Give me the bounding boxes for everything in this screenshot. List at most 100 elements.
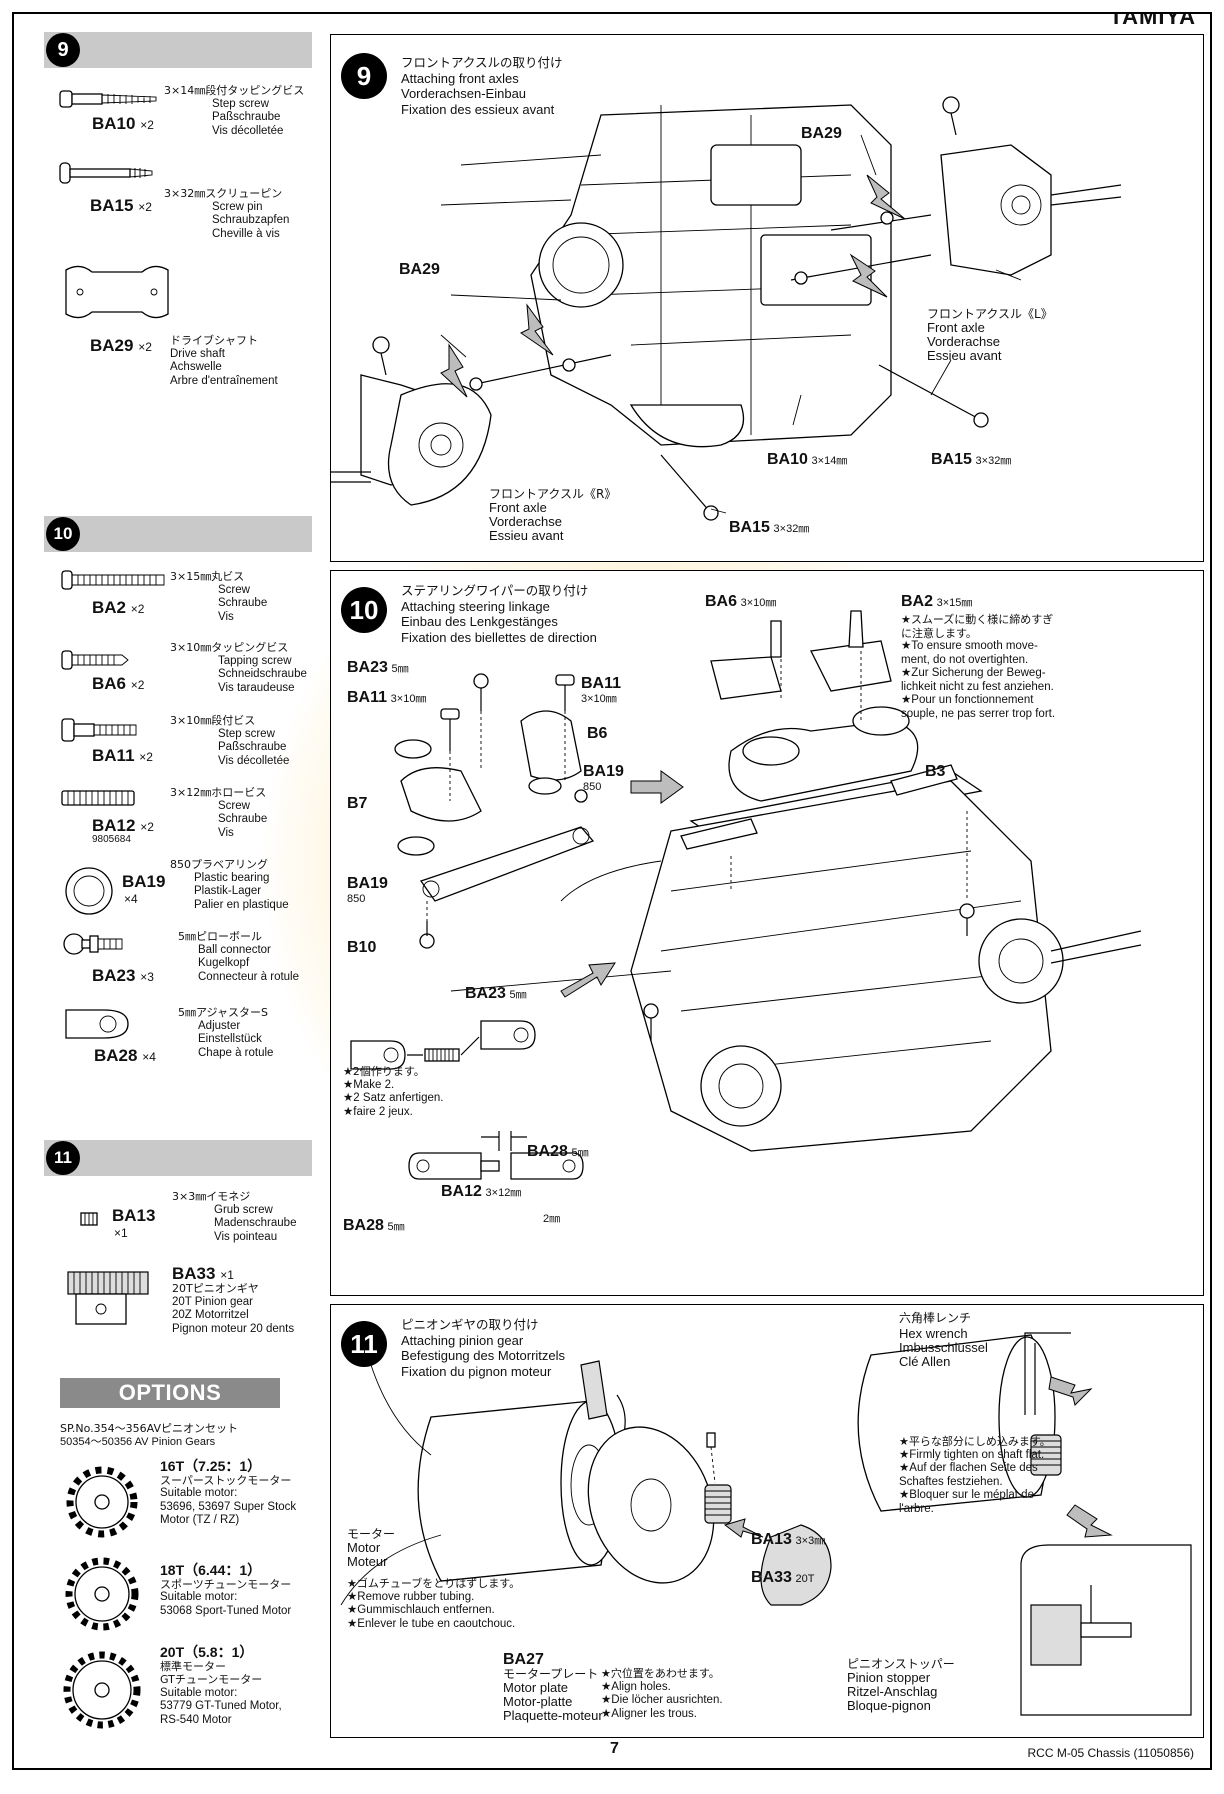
part-code: BA23 ×3 [92, 966, 154, 985]
note-shaft-flat: ★平らな部分にしめ込みます。 ★Firmly tighten on shaft … [899, 1435, 1051, 1515]
label-ba33: BA33 20T [751, 1569, 815, 1586]
screw-pin-icon [59, 162, 153, 184]
options-header: OPTIONS [60, 1378, 280, 1408]
model-footer: RCC M-05 Chassis (11050856) [1027, 1746, 1194, 1760]
step-number: 10 [341, 587, 387, 633]
part-description: 3×32㎜スクリューピン Screw pin Schraubzapfen Che… [164, 187, 290, 240]
step-screw-icon [61, 718, 137, 742]
note-align-holes: ★穴位置をあわせます。 ★Align holes. ★Die löcher au… [601, 1667, 723, 1720]
step-screw-icon [59, 90, 157, 108]
option-gear-20t: 20T（5.8：1） 標準モーター GTチューンモーター Suitable mo… [160, 1644, 282, 1726]
gear-16t-icon [66, 1466, 138, 1538]
gear-20t-icon [63, 1651, 141, 1729]
label-ba27: BA27 モータープレート Motor plate Motor-platte P… [503, 1651, 603, 1723]
adjuster-icon [65, 1009, 129, 1039]
part-description: 5㎜ピローボール Ball connector Kugelkopf Connec… [178, 930, 300, 983]
label-ba6: BA6 3×10㎜ [705, 593, 777, 610]
label-b3: B3 [925, 763, 946, 780]
step-title: フロントアクスルの取り付け Attaching front axles Vord… [401, 55, 563, 117]
step-number: 11 [341, 1321, 387, 1367]
label-ba15: BA15 3×32㎜ [729, 519, 810, 536]
part-description: 20Tピニオンギヤ 20T Pinion gear 20Z Motorritze… [172, 1282, 295, 1335]
label-ba12: BA12 3×12㎜ [441, 1183, 522, 1200]
page-number: 7 [610, 1740, 619, 1757]
gear-18t-icon [65, 1557, 139, 1631]
part-code: BA33 ×1 [172, 1264, 234, 1283]
label-pinion-stopper: ピニオンストッパー Pinion stopper Ritzel-Anschlag… [847, 1657, 955, 1713]
step-title: ピニオンギヤの取り付け Attaching pinion gear Befest… [401, 1317, 566, 1379]
label-hex-wrench-text: Hex wrench Imbusschlüssel Clé Allen [899, 1326, 988, 1369]
part-description: ドライブシャフト Drive shaft Achswelle Arbre d'e… [170, 334, 278, 387]
label-b7: B7 [347, 795, 368, 812]
part-description: 3×10㎜タッピングビス Tapping screw Schneidschrau… [170, 641, 307, 694]
steering-linkage-diagram [350, 610, 1142, 1180]
label-front-axle-r: フロントアクスル《R》 Front axle Vorderachse Essie… [489, 487, 617, 543]
step-title: ステアリングワイパーの取り付け Attaching steering linka… [401, 583, 597, 645]
part-code: BA28 ×4 [94, 1046, 156, 1065]
step-number: 9 [341, 53, 387, 99]
hollow-screw-icon [61, 790, 135, 806]
pinion-gear-diagram [340, 1332, 1192, 1716]
step-number: 10 [46, 517, 80, 551]
label-ba29: BA29 [801, 125, 842, 142]
step9-parts-header: 9 [44, 32, 312, 68]
note-remove-tube: ★ゴムチューブをとりはずします。 ★Remove rubber tubing. … [347, 1577, 521, 1630]
part-code: BA12 ×2 [92, 816, 154, 835]
part-code: BA11 ×2 [92, 746, 153, 765]
manual-page: TAMIYA 9 BA10 ×2 3×14㎜段付タッピングビス Step scr… [12, 12, 1212, 1770]
part-description: 3×12㎜ホロービス Screw Schraube Vis [170, 786, 268, 839]
label-ba28: BA28 5㎜ [343, 1217, 405, 1234]
option-gear-18t: 18T（6.44：1） スポーツチューンモーター Suitable motor:… [160, 1562, 292, 1617]
brand-logo: TAMIYA [1109, 12, 1196, 29]
note-tighten: ★スムーズに動く様に締めすぎ に注意します。 ★To ensure smooth… [901, 613, 1056, 720]
part-code: BA15 ×2 [90, 196, 152, 215]
part-description: 850プラベアリング Plastic bearing Plastik-Lager… [170, 858, 289, 911]
part-number: 9805684 [92, 834, 131, 845]
label-gap: 2㎜ [543, 1213, 561, 1225]
part-description: 3×10㎜段付ビス Step screw Paßschraube Vis déc… [170, 714, 290, 767]
options-product: SP.No.354～356AVピニオンセット 50354～50356 AV Pi… [60, 1422, 238, 1448]
step-number: 9 [46, 33, 80, 67]
part-description: 3×14㎜段付タッピングビス Step screw Paßschraube Vi… [164, 84, 305, 137]
part-code: BA13 [112, 1206, 156, 1225]
label-ba2: BA2 3×15㎜ [901, 593, 973, 610]
part-code: BA10 ×2 [92, 114, 154, 133]
grub-screw-icon [80, 1212, 98, 1226]
option-gear-16t: 16T（7.25：1） スーパーストックモーター Suitable motor:… [160, 1458, 297, 1526]
plastic-bearing-icon [65, 867, 113, 915]
step9-panel: 9 フロントアクスルの取り付け Attaching front axles Vo… [330, 34, 1204, 562]
part-quantity: ×4 [124, 892, 138, 906]
label-ba28: BA28 5㎜ [527, 1143, 589, 1160]
step10-panel: 10 ステアリングワイパーの取り付け Attaching steering li… [330, 570, 1204, 1296]
label-ba29: BA29 [399, 261, 440, 278]
part-description: 5㎜アジャスターS Adjuster Einstellstück Chape à… [178, 1006, 274, 1059]
step11-parts-header: 11 [44, 1140, 312, 1176]
pinion-gear-icon [67, 1271, 149, 1325]
step-number: 11 [46, 1141, 80, 1175]
label-hex-wrench: 六角棒レンチ [899, 1311, 972, 1325]
label-ba23: BA23 5㎜ [465, 985, 527, 1002]
part-description: 3×3㎜イモネジ Grub screw Madenschraube Vis po… [172, 1190, 297, 1243]
label-front-axle-l: フロントアクスル《L》 Front axle Vorderachse Essie… [927, 307, 1053, 363]
part-description: 3×15㎜丸ビス Screw Schraube Vis [170, 570, 268, 623]
part-code: BA2 ×2 [92, 598, 145, 617]
front-axle-diagram [331, 96, 1122, 521]
step11-panel: 11 ピニオンギヤの取り付け Attaching pinion gear Bef… [330, 1304, 1204, 1738]
label-motor: モーター Motor Moteur [347, 1527, 396, 1569]
label-b10: B10 [347, 939, 377, 956]
part-code: BA6 ×2 [92, 674, 145, 693]
label-ba15: BA15 3×32㎜ [931, 451, 1012, 468]
label-ba23: BA23 5㎜ [347, 659, 409, 676]
note-make-two: ★2個作ります。 ★Make 2. ★2 Satz anfertigen. ★f… [343, 1065, 444, 1118]
part-code: BA19 [122, 872, 166, 891]
drive-shaft-icon [65, 265, 169, 319]
screw-icon [61, 570, 165, 590]
label-ba13: BA13 3×3㎜ [751, 1531, 826, 1548]
part-quantity: ×1 [114, 1226, 128, 1240]
ball-connector-icon [63, 933, 123, 955]
label-ba10: BA10 3×14㎜ [767, 451, 848, 468]
tapping-screw-icon [61, 650, 129, 670]
